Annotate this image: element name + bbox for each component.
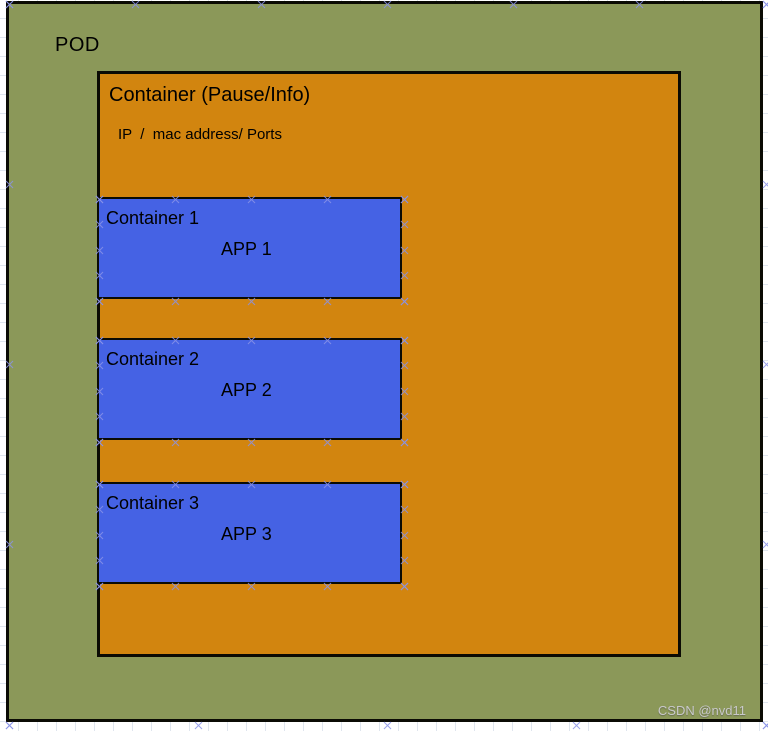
container-2-box: Container 2 APP 2: [97, 338, 402, 440]
selection-handle-icon: [383, 721, 392, 730]
selection-handle-icon: [5, 0, 14, 9]
selection-handle-icon: [257, 0, 266, 9]
selection-handle-icon: [5, 180, 14, 189]
selection-handle-icon: [5, 360, 14, 369]
selection-handle-icon: [5, 0, 14, 9]
container-2-app-label: APP 2: [221, 380, 272, 400]
pod-label: POD: [55, 34, 100, 56]
container-1-app-label: APP 1: [221, 239, 272, 259]
selection-handle-icon: [762, 360, 768, 369]
selection-handle-icon: [383, 0, 392, 9]
pause-container-subtitle: IP / mac address/ Ports: [118, 126, 282, 143]
selection-handle-icon: [762, 0, 768, 9]
selection-handle-icon: [5, 540, 14, 549]
pause-container-title: Container (Pause/Info): [109, 84, 311, 106]
container-1-label: Container 1: [106, 208, 200, 228]
selection-handle-icon: [762, 721, 768, 730]
selection-handle-icon: [762, 180, 768, 189]
selection-handle-icon: [131, 0, 140, 9]
selection-handle-icon: [572, 721, 581, 730]
container-3-box: Container 3 APP 3: [97, 482, 402, 584]
selection-handle-icon: [762, 0, 768, 9]
selection-handle-icon: [509, 0, 518, 9]
selection-handle-icon: [5, 721, 14, 730]
watermark: CSDN @nvd11: [657, 703, 746, 718]
selection-handle-icon: [762, 540, 768, 549]
selection-handle-icon: [762, 721, 768, 730]
container-3-label: Container 3: [106, 493, 200, 513]
selection-handle-icon: [5, 721, 14, 730]
container-3-app-label: APP 3: [221, 524, 272, 544]
container-1-box: Container 1 APP 1: [97, 197, 402, 299]
container-2-label: Container 2: [106, 349, 200, 369]
selection-handle-icon: [635, 0, 644, 9]
selection-handle-icon: [194, 721, 203, 730]
